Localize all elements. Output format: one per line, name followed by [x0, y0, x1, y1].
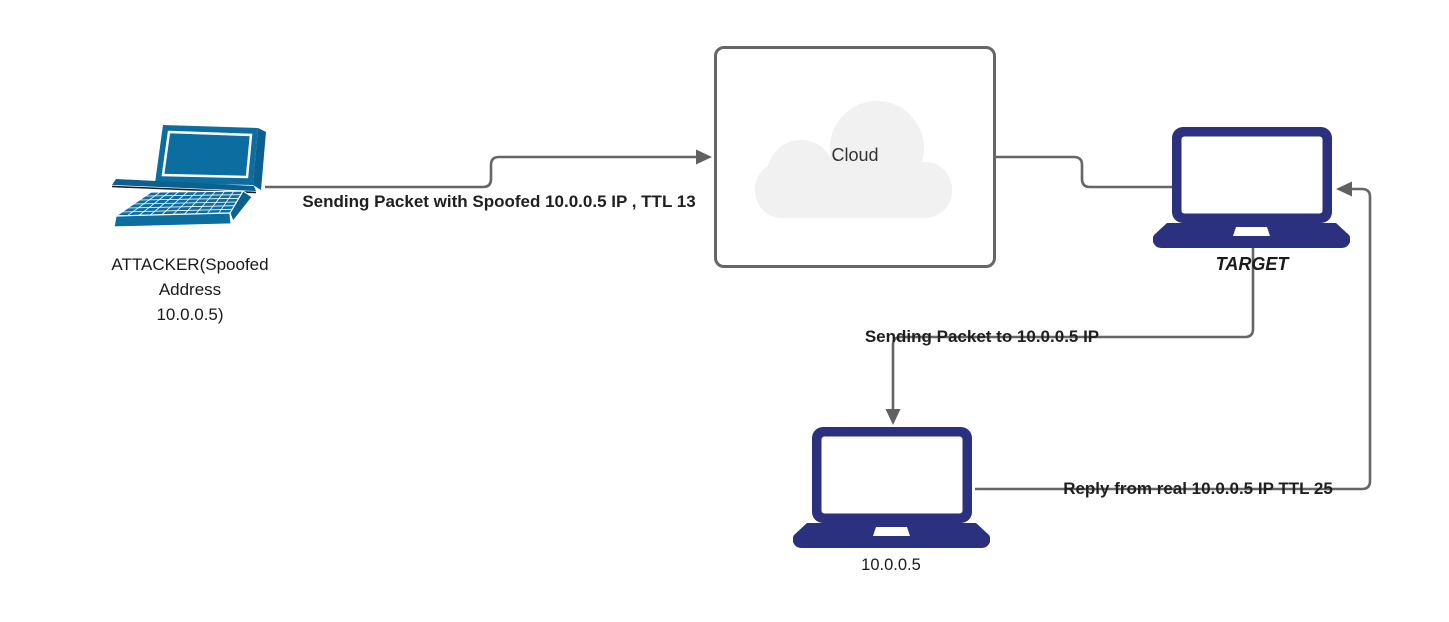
- target-laptop-icon: [1152, 127, 1351, 248]
- cloud-icon: [755, 101, 952, 218]
- arrowhead-into-target-icon: [1336, 181, 1352, 197]
- target-node: [1152, 127, 1351, 248]
- cloud-node: Cloud: [714, 46, 996, 268]
- real-host-laptop-icon: [792, 427, 991, 548]
- edge-target-to-real-host: [891, 248, 1255, 410]
- edge-cloud-to-target: [993, 155, 1172, 189]
- attacker-node: [99, 122, 267, 228]
- target-label: TARGET: [1215, 254, 1289, 274]
- attacker-laptop-3d-icon: [111, 125, 266, 228]
- real-host-label: 10.0.0.5: [861, 556, 921, 574]
- arrowhead-into-real-host-icon: [885, 409, 901, 425]
- edge-attacker-to-cloud: [265, 155, 697, 189]
- arrowhead-into-cloud-icon: [696, 149, 712, 165]
- edge-label-reply: Reply from real 10.0.0.5 IP TTL 25: [1063, 479, 1333, 498]
- edge-label-packet-to-real: Sending Packet to 10.0.0.5 IP: [864, 327, 1100, 346]
- edge-label-spoofed-packet: Sending Packet with Spoofed 10.0.0.5 IP …: [302, 192, 696, 211]
- real-host-node: [792, 427, 991, 548]
- attacker-label: ATTACKER(Spoofed Address 10.0.0.5): [111, 255, 269, 324]
- edge-real-host-to-target: [975, 187, 1372, 491]
- cloud-label: Cloud: [831, 145, 879, 165]
